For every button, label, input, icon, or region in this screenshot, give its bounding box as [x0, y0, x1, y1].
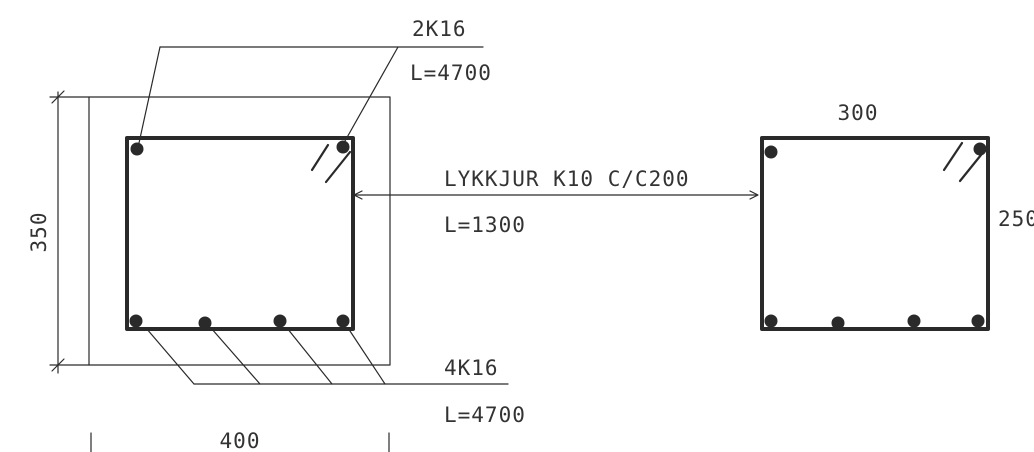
stirrup-height-label: 250: [998, 207, 1034, 231]
bottom-bars-leaders: [145, 327, 509, 385]
top-bar-right: [336, 140, 350, 154]
stirrup-shape-hook-a: [942, 141, 964, 172]
stirrup-hook-a: [310, 143, 330, 172]
width-dimension: 400: [90, 429, 390, 452]
bottom-bar-1: [129, 314, 143, 328]
stirrup-outline: [760, 136, 990, 331]
section-width-label: 400: [220, 429, 261, 452]
stirrup-hook-b: [324, 150, 352, 184]
height-dimension: 350: [27, 90, 90, 374]
bottom-bar-4: [336, 314, 350, 328]
top-bars-length: L=4700: [410, 61, 492, 85]
stirrup-in-section: [125, 136, 355, 331]
top-bars-code: 2K16: [412, 17, 467, 41]
stirrup-leader: [353, 190, 759, 200]
bottom-bar-3: [273, 314, 287, 328]
top-bars-leaders: [138, 46, 484, 144]
stirrup-shape: 300 250: [760, 101, 1034, 331]
stirrup-length: L=1300: [444, 213, 526, 237]
section-height-label: 350: [27, 212, 51, 253]
bottom-bar-2: [198, 316, 212, 330]
beam-cross-section: [88, 96, 391, 366]
stirrup-width-label: 300: [838, 101, 879, 125]
bottom-bars-code: 4K16: [444, 356, 499, 380]
concrete-outline: [88, 96, 391, 366]
top-bar-left: [130, 142, 144, 156]
bottom-bars-length: L=4700: [444, 403, 526, 427]
stirrup-code: LYKKJUR K10 C/C200: [444, 167, 690, 191]
